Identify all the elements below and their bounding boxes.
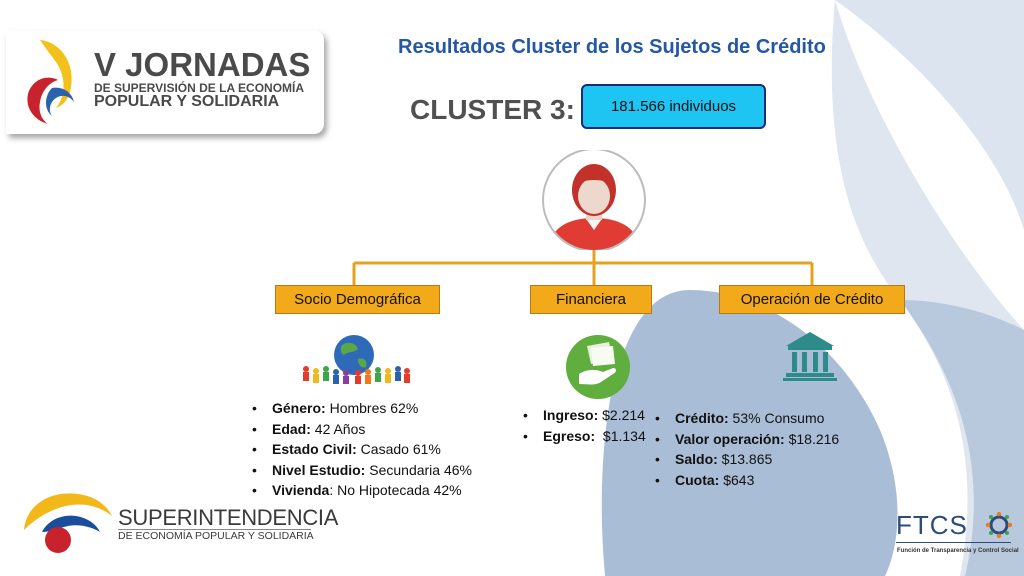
jornadas-logo-icon [27,40,74,124]
list-item: Vivienda: No Hipotecada 42% [248,480,472,501]
jornadas-subtitle-2: POPULAR Y SOLIDARIA [94,93,280,110]
list-item: Edad: 42 Años [248,419,472,440]
divider [896,542,1011,543]
cluster-label: CLUSTER 3: [410,94,575,125]
list-item: Estado Civil: Casado 61% [248,439,472,460]
category-operacion-credito: Operación de Crédito [719,285,905,314]
superintendencia-subtitle: DE ECONOMÍA POPULAR Y SOLIDARIA [118,530,314,542]
list-item: Género: Hombres 62% [248,398,472,419]
list-item: Nivel Estudio: Secundaria 46% [248,460,472,481]
jornadas-logo: V JORNADAS DE SUPERVISIÓN DE LA ECONOMÍA… [6,30,324,134]
ftcs-logo-icon [986,512,1012,538]
list-item: Crédito: 53% Consumo [651,408,839,429]
list-item: Egreso: $1.134 [519,426,646,447]
jornadas-title: V JORNADAS [94,46,311,83]
count-badge: 181.566 individuos [581,84,766,129]
money-icon [566,335,630,399]
list-item: Valor operación: $18.216 [651,429,839,450]
list-item: Cuota: $643 [651,470,839,491]
superintendencia-logo-icon [24,493,112,553]
socio-demografica-list: Género: Hombres 62% Edad: 42 Años Estado… [248,398,472,501]
list-item: Ingreso: $2.214 [519,405,646,426]
divider [118,529,311,530]
operacion-credito-list: Crédito: 53% Consumo Valor operación: $1… [651,408,839,490]
category-socio-demografica: Socio Demográfica [275,285,440,314]
globe-people-icon [303,335,410,384]
ftcs-subtitle: Función de Transparencia y Control Socia… [897,548,1019,554]
person-icon [542,150,646,250]
list-item: Saldo: $13.865 [651,449,839,470]
bank-icon [783,332,837,381]
financiera-list: Ingreso: $2.214 Egreso: $1.134 [519,405,646,446]
category-financiera: Financiera [530,285,652,314]
superintendencia-name: SUPERINTENDENCIA [118,505,339,530]
slide-title: Resultados Cluster de los Sujetos de Cré… [398,36,826,58]
ftcs-logo-text: FTCS [896,510,968,540]
jornadas-subtitle: DE SUPERVISIÓN DE LA ECONOMÍA [94,81,305,95]
